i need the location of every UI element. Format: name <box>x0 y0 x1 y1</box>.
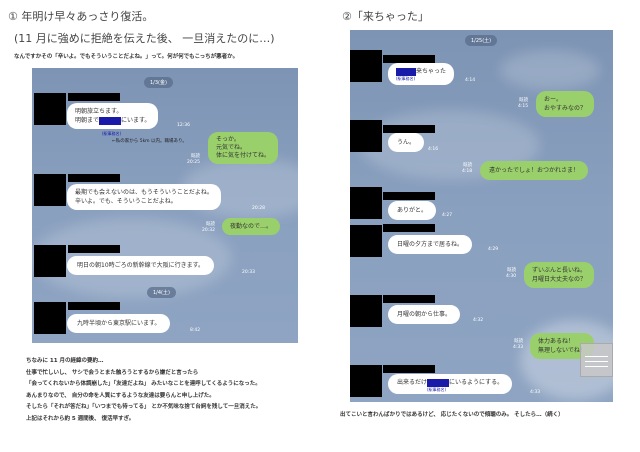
message-time: 8:42 <box>190 328 201 333</box>
section-1-intro: なんですかその「辛いよ。でもそういうことだよね。」って。何が何でもこっちが悪者か… <box>14 54 239 60</box>
message-bubble: 九時半頃から東京駅にいます。 <box>67 314 171 333</box>
avatar-redacted <box>34 174 66 206</box>
redaction <box>99 116 122 125</box>
sent-bubble: 遠かったでしょ！おつかれさま！ <box>480 161 589 180</box>
avatar-redacted <box>350 187 382 219</box>
message-time: 12:36 <box>177 123 190 128</box>
avatar-redacted <box>350 120 382 152</box>
avatar-redacted <box>350 50 382 82</box>
sent-bubble: ずいぶんと長いね。月曜日大丈夫なの？ <box>524 262 595 288</box>
name-redacted <box>383 125 435 133</box>
summary-line: 「会ってくれないから体調崩した」「友達だよね」 みたいなことを連呼してくるように… <box>26 381 261 387</box>
avatar-redacted <box>34 302 66 334</box>
message-time: 4:33 <box>530 390 541 395</box>
message-time: 4:16 <box>428 147 439 152</box>
name-redacted <box>383 55 435 63</box>
message-time: 20:33 <box>242 270 255 275</box>
name-redacted <box>68 174 120 182</box>
name-redacted <box>68 245 120 253</box>
message-time: 4:32 <box>473 318 484 323</box>
message-bubble: うん。 <box>388 133 425 152</box>
sent-bubble: そっか。元気でね。体に気を付けてね。 <box>208 132 279 164</box>
redaction <box>427 378 450 387</box>
name-redacted <box>68 93 120 101</box>
message-time: 4:14 <box>465 78 476 83</box>
avatar-redacted <box>350 295 382 327</box>
name-redacted <box>383 192 435 200</box>
message-bubble: 来ちゃった(駅事務名) <box>388 63 455 85</box>
date-separator: 1/4(土) <box>147 287 176 298</box>
message-bubble: 最期でも会えないのは、もうそういうことだよね。辛いよ。でも、そういうことだよね。 <box>67 184 221 210</box>
name-redacted <box>68 302 120 310</box>
section-2-caption: 出てこいと言わんばかりではあるけど、 応じたくないので傾聴のみ。 そしたら…（続… <box>340 412 564 418</box>
name-redacted <box>383 295 435 303</box>
section-1-subtitle: (11 月に強めに拒絶を伝えた後、 一旦消えたのに…) <box>14 32 275 45</box>
avatar-redacted <box>34 245 66 277</box>
annotation: ←私の家から 5km 以内。職場あり。 <box>112 139 187 144</box>
message-bubble: 日曜の夕方まで居るね。 <box>388 235 473 254</box>
message-time: 4:29 <box>488 247 499 252</box>
sent-bubble: おー。おやすみなの？ <box>536 91 595 117</box>
redaction-label: (駅事務名) <box>102 131 122 136</box>
summary-line: あんまりなので、 自分の命を人質にするような友達は要らんと申し上げた。 <box>26 392 215 399</box>
redaction <box>396 67 416 76</box>
message-bubble: 明朝旅立ちます。明朝までにいます。 <box>67 103 159 129</box>
message-bubble: 明日の朝10時ごろの新幹線で大阪に行きます。 <box>67 256 215 275</box>
section-1-title: ① 年明け早々あっさり復活。 <box>8 10 154 23</box>
date-separator: 1/3(金) <box>144 77 173 88</box>
avatar-redacted <box>350 365 382 397</box>
sent-bubble: 夜勤なので…。 <box>222 218 281 235</box>
message-bubble: 月曜の朝から仕事。 <box>388 305 461 324</box>
summary-line: そしたら「それが答だね」「いつまでも待ってる」 とか不気味な捨て台詞を残して一旦… <box>26 404 262 410</box>
message-bubble: ありがと。 <box>388 201 437 220</box>
name-redacted <box>383 224 435 232</box>
message-time: 20:28 <box>252 206 265 211</box>
section-2-title: ②「来ちゃった」 <box>342 10 429 23</box>
summary-line: ちなみに 11 月の経緯の要約… <box>26 358 104 364</box>
message-bubble: 出来るだけにいるようにする。(駅事務名) <box>388 374 513 394</box>
scroll-menu-handle[interactable] <box>580 343 613 377</box>
summary-line: 上記はそれから約 5 週間後、 復活早すぎ。 <box>26 415 135 422</box>
name-redacted <box>383 365 435 373</box>
date-separator: 1/25(土) <box>465 35 498 46</box>
summary: ちなみに 11 月の経緯の要約… 仕事で忙しいし、 サシで会うとまた触ろうとする… <box>26 356 261 425</box>
avatar-redacted <box>350 225 382 257</box>
message-time: 4:27 <box>442 213 453 218</box>
summary-line: 仕事で忙しいし、 サシで会うとまた触ろうとするから嫌だと言ったら <box>26 369 199 376</box>
avatar-redacted <box>34 93 66 125</box>
chat-screenshot-1: 1/3(金) 明朝旅立ちます。明朝までにいます。 (駅事務名) 12:36 ←私… <box>32 68 298 343</box>
